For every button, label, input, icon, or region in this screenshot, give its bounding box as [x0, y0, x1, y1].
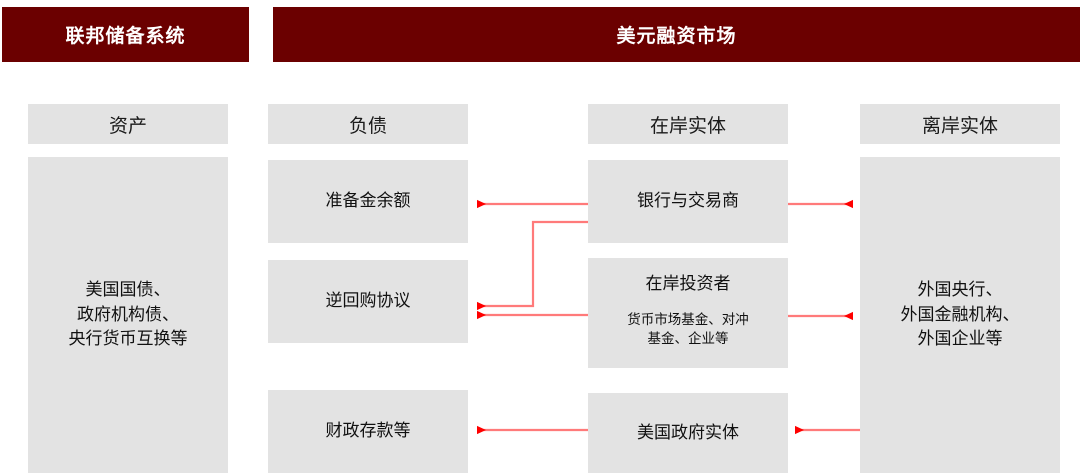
node-onshore-investors: 在岸投资者 货币市场基金、对冲基金、企业等	[588, 258, 788, 368]
node-offshore-entities-label: 外国央行、外国金融机构、外国企业等	[900, 280, 1020, 350]
arrow-banks-to-reverse-repo	[477, 220, 588, 311]
node-reserve-balances: 准备金余额	[268, 160, 468, 243]
node-onshore-investors-subtitle: 货币市场基金、对冲基金、企业等	[627, 311, 749, 347]
node-us-government-entities: 美国政府实体	[588, 393, 788, 473]
node-treasury-deposits: 财政存款等	[268, 390, 468, 473]
node-us-government-entities-label: 美国政府实体	[637, 422, 739, 443]
node-banks-and-dealers: 银行与交易商	[588, 160, 788, 243]
node-reverse-repo-agreements-label: 逆回购协议	[325, 291, 411, 312]
node-fed-assets-label: 美国国债、政府机构债、央行货币互换等	[68, 280, 188, 350]
banner-usd-funding-market: 美元融资市场	[273, 7, 1080, 62]
banner-federal-reserve-system: 联邦储备系统	[2, 7, 249, 62]
node-onshore-investors-title: 在岸投资者	[645, 274, 731, 294]
column-header-offshore-entities: 离岸实体	[860, 104, 1060, 144]
node-reverse-repo-agreements: 逆回购协议	[268, 260, 468, 343]
node-offshore-entities: 外国央行、外国金融机构、外国企业等	[860, 157, 1060, 473]
column-header-assets: 资产	[28, 104, 228, 144]
node-treasury-deposits-label: 财政存款等	[325, 421, 411, 442]
column-header-liabilities: 负债	[268, 104, 468, 144]
column-header-onshore-entities: 在岸实体	[588, 104, 788, 144]
node-reserve-balances-label: 准备金余额	[325, 191, 411, 212]
node-banks-and-dealers-label: 银行与交易商	[637, 191, 739, 212]
node-fed-assets: 美国国债、政府机构债、央行货币互换等	[28, 157, 228, 473]
